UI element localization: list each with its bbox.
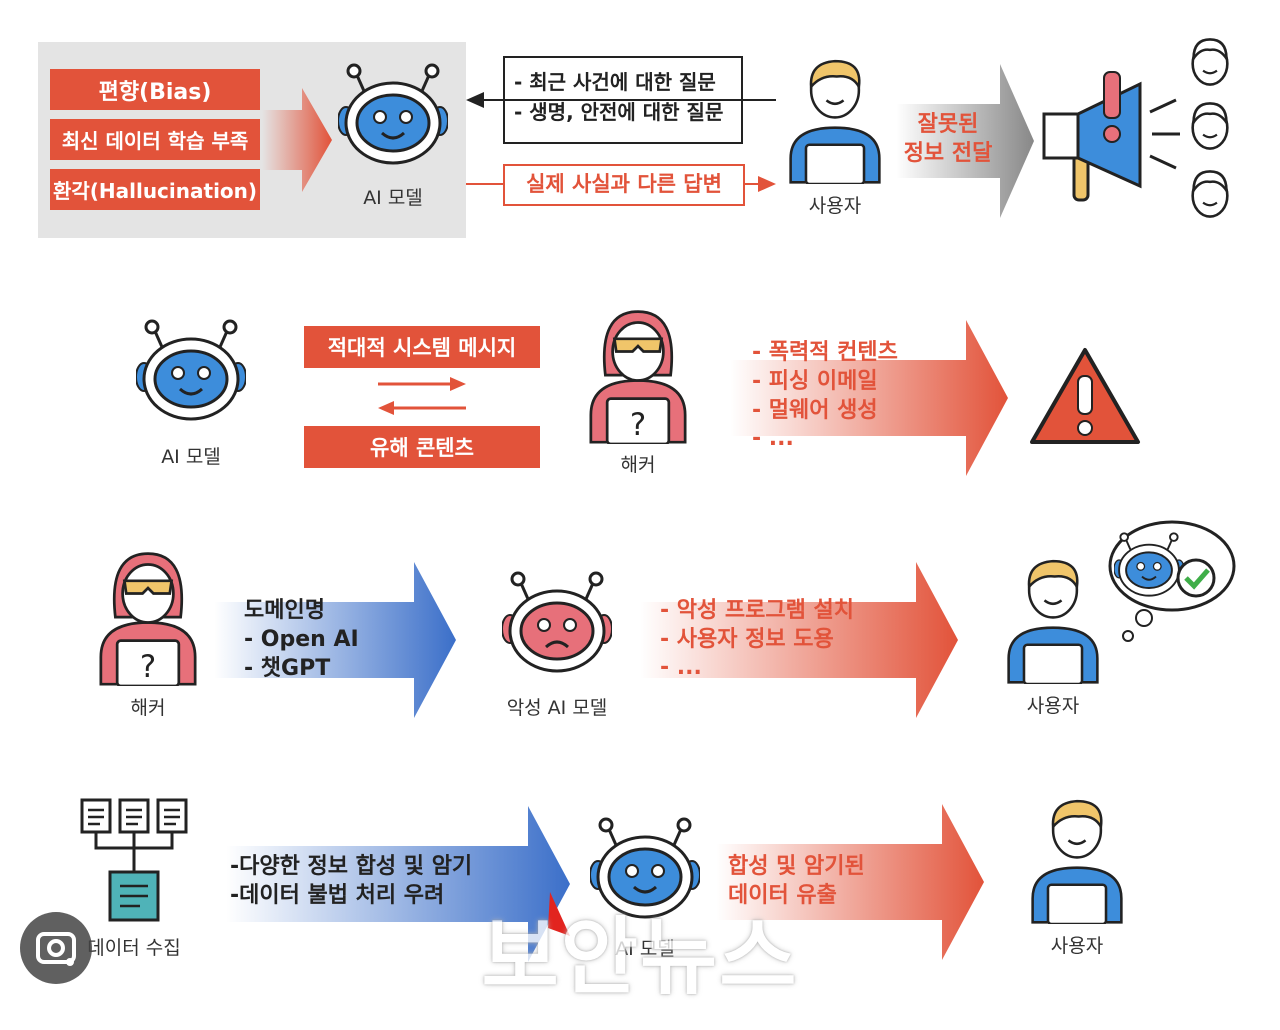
megaphone-icon — [1042, 71, 1180, 202]
data-arrow — [226, 806, 570, 962]
leak-arrow — [716, 804, 984, 960]
outputs-arrow — [730, 320, 1008, 476]
audience-face-icon — [1188, 100, 1232, 152]
domain-chatgpt: - 챗GPT — [244, 656, 331, 681]
user-icon — [1018, 796, 1136, 924]
output-violent: - 폭력적 컨텐츠 — [752, 340, 898, 365]
leak-line-1: 합성 및 암기된 — [728, 854, 865, 879]
answer-text: 실제 사실과 다른 답변 — [526, 172, 722, 196]
question-arrow — [466, 92, 776, 108]
effect-info-theft: - 사용자 정보 도용 — [660, 627, 834, 652]
audience-face-icon — [1188, 168, 1232, 220]
lens-icon[interactable] — [18, 910, 94, 986]
result-arrow — [896, 64, 1034, 218]
leak-line-2: 데이터 유출 — [728, 883, 837, 908]
hacker-label: 해커 — [130, 697, 166, 719]
ai-model-label: AI 모델 — [615, 938, 675, 960]
ai-model-robot-icon — [136, 318, 246, 430]
result-line-1: 잘못된 — [917, 112, 979, 137]
adversarial-system-message: 적대적 시스템 메시지 — [304, 326, 540, 368]
point-illegal-processing: -데이터 불법 처리 우려 — [230, 883, 445, 908]
exchange-arrows — [378, 377, 466, 415]
domain-title: 도메인명 — [244, 598, 325, 623]
user-label: 사용자 — [1026, 695, 1080, 717]
effect-etc: - ... — [660, 655, 702, 680]
user-label: 사용자 — [1050, 935, 1104, 957]
thought-bubble-icon — [1108, 520, 1236, 642]
domain-openai: - Open AI — [244, 627, 359, 652]
ai-model-label: AI 모델 — [161, 446, 221, 468]
malicious-ai-label: 악성 AI 모델 — [506, 697, 608, 719]
harmful-content-box: 유해 콘텐츠 — [304, 426, 540, 468]
cause-bias: 편향(Bias) — [50, 69, 260, 110]
hacker-label: 해커 — [620, 454, 656, 476]
output-malware: - 멀웨어 생성 — [752, 398, 878, 423]
effects-arrow — [640, 562, 958, 718]
answer-box — [503, 164, 745, 206]
malicious-robot-icon — [502, 570, 612, 682]
cause-outdated-data: 최신 데이터 학습 부족 — [50, 119, 260, 160]
hacker-icon — [92, 550, 204, 686]
ai-model-label: AI 모델 — [363, 187, 423, 209]
cause-hallucination: 환각(Hallucination) — [50, 169, 260, 210]
output-etc: - ... — [752, 426, 794, 451]
watermark: 보안뉴스 — [481, 908, 799, 1006]
warning-icon — [1030, 348, 1140, 444]
result-line-2: 정보 전달 — [903, 141, 993, 166]
user-label: 사용자 — [808, 195, 862, 217]
user-icon — [776, 56, 894, 184]
domain-arrow — [214, 562, 456, 718]
cause-arrow — [262, 88, 332, 192]
effect-malware-install: - 악성 프로그램 설치 — [660, 598, 855, 623]
output-phishing: - 피싱 이메일 — [752, 369, 878, 394]
ai-model-robot-icon — [338, 62, 448, 174]
point-synthesis: -다양한 정보 합성 및 암기 — [230, 854, 473, 879]
hacker-icon — [582, 308, 694, 444]
question-1: - 최근 사건에 대한 질문 — [514, 70, 716, 94]
data-collection-icon — [80, 798, 188, 922]
audience-face-icon — [1188, 36, 1232, 88]
question-2: - 생명, 안전에 대한 질문 — [514, 100, 724, 124]
data-collection-label: 데이터 수집 — [87, 937, 181, 959]
